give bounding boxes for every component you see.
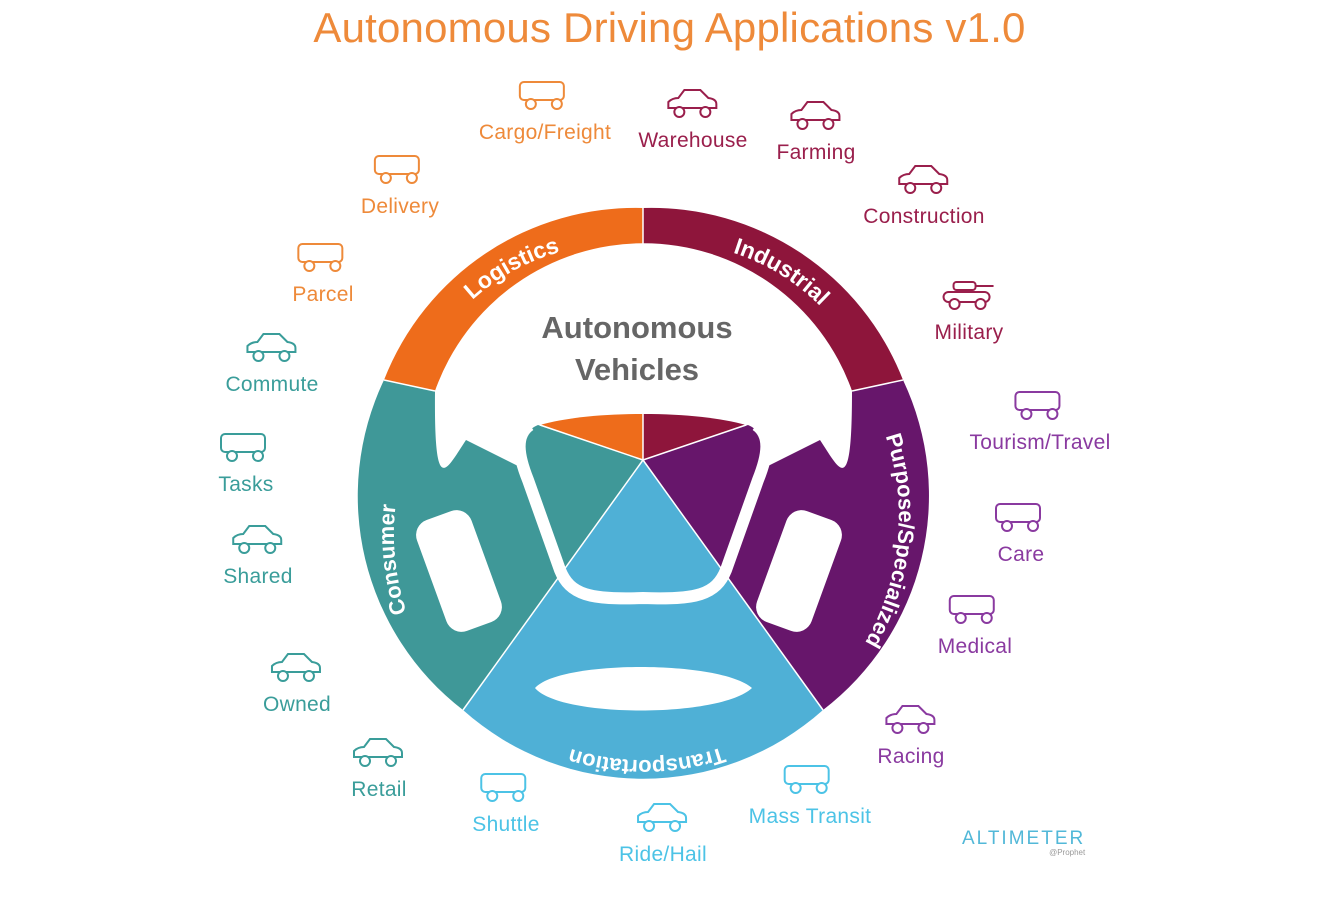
rim-lower-opening [535, 667, 752, 711]
application-label: Shared [223, 565, 293, 588]
application-care: Care [992, 500, 1050, 567]
application-label: Care [997, 543, 1045, 566]
rim-upper-opening [435, 243, 852, 423]
application-label: Shuttle [472, 813, 540, 836]
application-tourism-travel: Tourism/Travel [969, 388, 1110, 455]
camper-icon [217, 430, 275, 469]
application-label: Mass Transit [748, 805, 872, 828]
application-label: Delivery [360, 195, 440, 218]
center-label-line2: Vehicles [575, 352, 699, 387]
application-label: Tasks [218, 473, 274, 496]
application-label: Medical [937, 635, 1013, 658]
application-label: Warehouse [638, 129, 748, 152]
application-label: Parcel [292, 283, 354, 306]
application-parcel: Parcel [292, 240, 353, 307]
hub-wedge-logistics [540, 414, 643, 460]
hub-outline [513, 420, 773, 605]
application-label: Construction [863, 205, 985, 228]
tank-icon [935, 278, 1004, 317]
application-label: Retail [351, 778, 407, 801]
application-cargo-freight: Cargo/Freight [479, 78, 611, 145]
application-shared: Shared [223, 522, 293, 589]
center-label-line1: Autonomous [541, 310, 732, 345]
cargo-truck-icon [479, 78, 611, 117]
segment-transportation[interactable] [463, 460, 823, 779]
application-label: Owned [262, 693, 332, 716]
excavator-icon [863, 162, 985, 201]
delivery-van-icon [361, 152, 439, 191]
hatchback-icon [223, 522, 293, 561]
small-car-icon [619, 800, 707, 839]
application-label: Tourism/Travel [969, 431, 1111, 454]
segment-dividers [383, 208, 904, 711]
application-owned: Owned [263, 650, 331, 717]
application-farming: Farming [776, 98, 855, 165]
application-military: Military [935, 278, 1004, 345]
application-label: Cargo/Freight [478, 121, 612, 144]
spoke-cutout-left [416, 510, 502, 632]
hub-wedge-industrial [643, 414, 746, 460]
shuttle-icon [472, 770, 539, 809]
application-tasks: Tasks [217, 430, 275, 497]
application-medical: Medical [938, 592, 1012, 659]
application-ride-hail: Ride/Hail [619, 800, 707, 867]
application-shuttle: Shuttle [472, 770, 539, 837]
application-commute: Commute [225, 330, 318, 397]
logo-brand: ALTIMETER [962, 828, 1086, 849]
application-label: Racing [877, 745, 945, 768]
application-delivery: Delivery [361, 152, 439, 219]
application-mass-transit: Mass Transit [749, 762, 872, 829]
bus-icon [749, 762, 872, 801]
segment-consumer[interactable] [357, 380, 643, 710]
van-icon [992, 500, 1050, 539]
parcel-truck-icon [292, 240, 353, 279]
spoke-cutout-right [756, 510, 842, 632]
sedan-icon [263, 650, 331, 689]
application-retail: Retail [350, 735, 408, 802]
forklift-icon [638, 86, 747, 125]
tractor-icon [776, 98, 855, 137]
application-construction: Construction [863, 162, 985, 229]
wagon-icon [225, 330, 318, 369]
application-warehouse: Warehouse [638, 86, 747, 153]
logo-sub: @Prophet [1049, 848, 1086, 857]
ambulance-icon [938, 592, 1012, 631]
coach-bus-icon [969, 388, 1110, 427]
application-label: Ride/Hail [619, 843, 707, 866]
application-label: Farming [776, 141, 856, 164]
application-label: Commute [225, 373, 319, 396]
application-racing: Racing [877, 702, 944, 769]
application-label: Military [934, 321, 1004, 344]
compact-car-icon [350, 735, 408, 774]
altimeter-logo: ALTIMETER @Prophet [962, 828, 1085, 857]
page-title: Autonomous Driving Applications v1.0 [313, 4, 1026, 51]
race-car-icon [877, 702, 944, 741]
